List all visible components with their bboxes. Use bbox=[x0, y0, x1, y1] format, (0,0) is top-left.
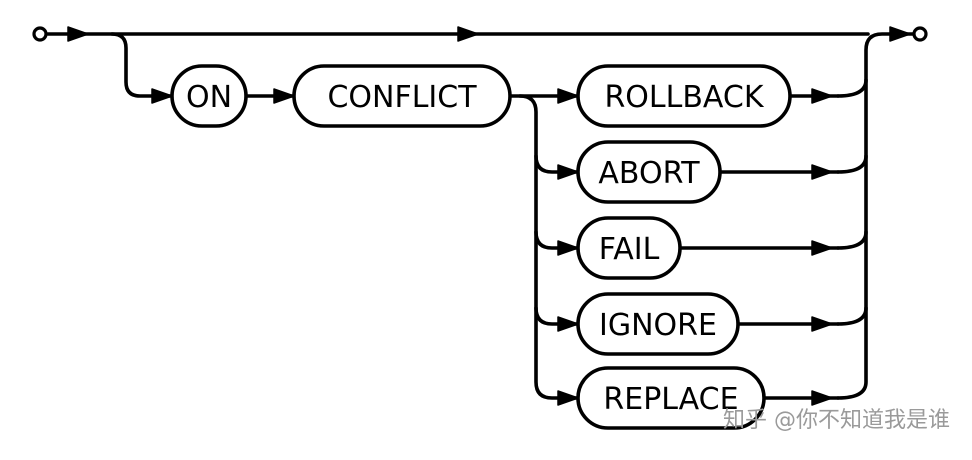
arrow-end bbox=[889, 26, 911, 42]
arrow-replace-out bbox=[811, 390, 833, 406]
arrow-ignore-out bbox=[811, 316, 833, 332]
keyword-ignore: IGNORE bbox=[576, 292, 740, 356]
keyword-conflict: CONFLICT bbox=[292, 64, 512, 128]
arrow-to-fail bbox=[557, 240, 579, 256]
arrow-to-ignore bbox=[557, 316, 579, 332]
arrow-to-replace bbox=[557, 390, 579, 406]
arrow-to-abort bbox=[557, 164, 579, 180]
keyword-ignore-label: IGNORE bbox=[599, 308, 717, 343]
keyword-replace-label: REPLACE bbox=[603, 382, 738, 417]
keyword-abort: ABORT bbox=[576, 140, 722, 204]
keyword-fail: FAIL bbox=[576, 216, 682, 280]
merge-line bbox=[836, 32, 916, 400]
merge-ignore bbox=[836, 306, 868, 326]
end-terminal bbox=[912, 26, 928, 42]
arrow-start bbox=[67, 26, 89, 42]
watermark: 知乎 @你不知道我是谁 bbox=[723, 408, 950, 433]
arrow-abort-out bbox=[811, 164, 833, 180]
keyword-on-label: ON bbox=[186, 80, 232, 115]
keyword-rollback-label: ROLLBACK bbox=[604, 80, 764, 115]
arrow-to-rollback bbox=[557, 88, 579, 104]
keyword-rollback: ROLLBACK bbox=[576, 64, 792, 128]
split-to-fail bbox=[534, 230, 580, 250]
options-split-line bbox=[518, 94, 580, 400]
merge-fail bbox=[836, 230, 868, 250]
arrow-to-conflict bbox=[273, 88, 295, 104]
arrow-to-on bbox=[151, 88, 173, 104]
merge-abort bbox=[836, 154, 868, 174]
merge-rollback bbox=[836, 78, 868, 98]
keyword-abort-label: ABORT bbox=[598, 156, 700, 191]
arrow-rollback-out bbox=[811, 88, 833, 104]
split-to-ignore bbox=[534, 306, 580, 326]
keyword-fail-label: FAIL bbox=[599, 232, 660, 267]
split-to-abort bbox=[534, 154, 580, 174]
arrow-fail-out bbox=[811, 240, 833, 256]
keyword-conflict-label: CONFLICT bbox=[327, 80, 477, 115]
keyword-on: ON bbox=[170, 64, 248, 128]
keyword-replace: REPLACE bbox=[576, 366, 766, 430]
start-terminal bbox=[32, 26, 48, 42]
entry-branch-line bbox=[110, 32, 174, 98]
arrow-bypass bbox=[457, 26, 479, 42]
